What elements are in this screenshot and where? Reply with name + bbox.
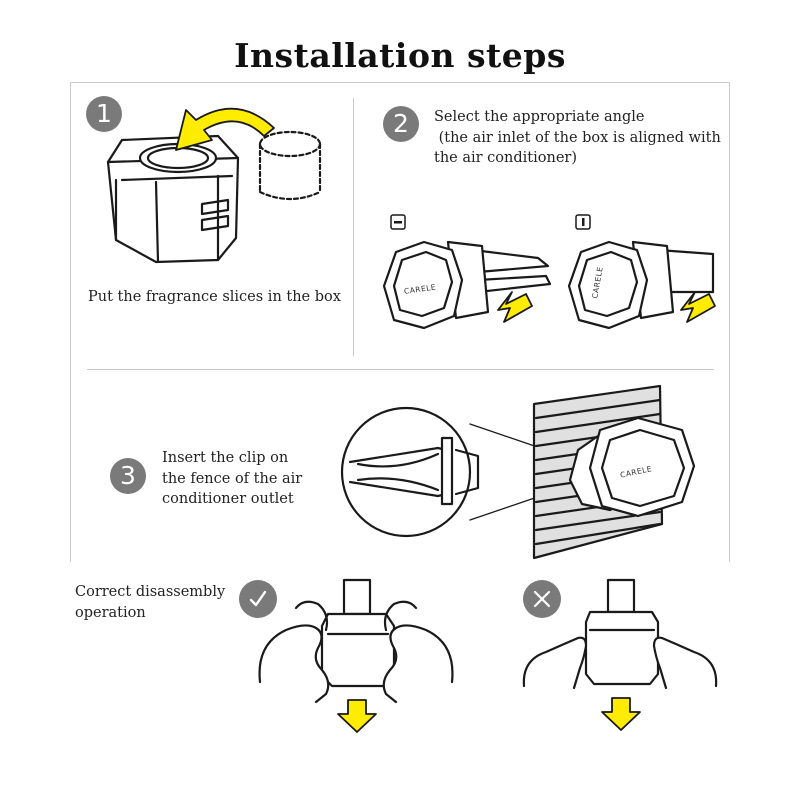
step-3-text-line-2: the fence of the air [162,470,303,487]
angle-vertical-illustration: CARELE [567,240,716,330]
frame-divider-vertical [353,98,354,356]
step-2-text-line-3: the air conditioner) [434,150,577,166]
correct-badge [239,580,277,618]
angle-vertical-icon [575,214,591,230]
fragrance-box-illustration [106,107,322,264]
step-3-badge: 3 [110,458,146,494]
disassembly-text-line-1: Correct disassembly [75,584,226,600]
cross-icon [533,590,551,608]
step-3-text: Insert the clip on the fence of the air … [162,448,302,510]
angle-horizontal-icon [390,214,406,230]
frame-divider-horizontal [87,369,714,370]
disassembly-text: Correct disassembly operation [75,582,225,623]
page-title: Installation steps [234,36,566,75]
step-1-text: Put the fragrance slices in the box [88,289,341,305]
brand-mark-text: CARELE [403,283,436,296]
frame-top [70,82,730,83]
step-2-text-line-1: Select the appropriate angle [434,109,645,125]
angle-horizontal-illustration: CARELE [382,240,552,330]
clip-insertion-illustration: CARELE [340,384,696,560]
wrong-badge [523,580,561,618]
correct-removal-illustration [258,578,454,733]
step-3-text-line-3: conditioner outlet [162,491,294,507]
step-2-badge: 2 [383,106,419,142]
frame-right [729,82,730,562]
disassembly-text-line-2: operation [75,604,146,621]
step-3-text-line-1: Insert the clip on [162,450,289,466]
frame-left [70,82,71,562]
check-icon [249,590,267,607]
wrong-removal-illustration [522,578,718,731]
step-2-text-line-2: (the air inlet of the box is aligned wit… [434,129,721,146]
step-1-badge: 1 [86,96,122,132]
step-2-text: Select the appropriate angle (the air in… [434,107,721,169]
